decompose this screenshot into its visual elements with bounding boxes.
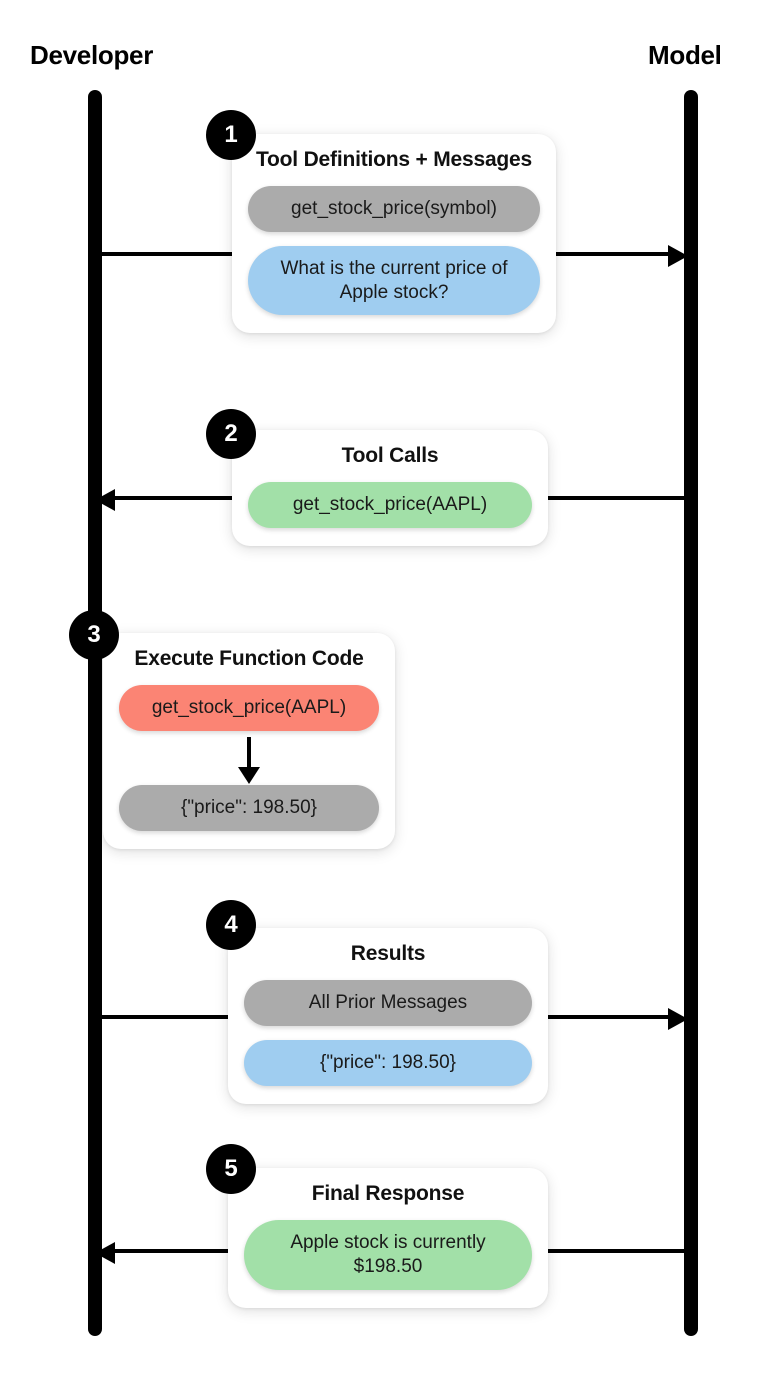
step-card-4[interactable]: Results All Prior Messages {"price": 198… bbox=[228, 928, 548, 1104]
step-title-2: Tool Calls bbox=[341, 444, 439, 467]
step-5-pill-final-answer: Apple stock is currently $198.50 bbox=[244, 1220, 532, 1290]
step-card-5[interactable]: Final Response Apple stock is currently … bbox=[228, 1168, 548, 1308]
step-4-pill-tool-result: {"price": 198.50} bbox=[244, 1039, 532, 1086]
step-badge-2: 2 bbox=[206, 409, 256, 459]
step-title-1: Tool Definitions + Messages bbox=[255, 148, 533, 171]
step-2-pill-tool-call: get_stock_price(AAPL) bbox=[248, 482, 532, 528]
step-badge-3: 3 bbox=[69, 610, 119, 660]
step-4-pill-prior-messages: All Prior Messages bbox=[244, 980, 532, 1026]
step-card-2[interactable]: Tool Calls get_stock_price(AAPL) bbox=[232, 430, 548, 546]
step-badge-1: 1 bbox=[206, 110, 256, 160]
step-3-internal-arrow bbox=[119, 731, 379, 785]
step-title-5: Final Response bbox=[311, 1182, 465, 1205]
step-title-3: Execute Function Code bbox=[134, 647, 364, 670]
message-arrow-1-head bbox=[668, 245, 688, 267]
step-card-1[interactable]: Tool Definitions + Messages get_stock_pr… bbox=[232, 134, 556, 334]
step-3-arrow-shaft bbox=[247, 736, 251, 771]
message-arrow-2-head bbox=[95, 489, 115, 511]
lifeline-developer bbox=[88, 90, 102, 1336]
message-arrow-4-head bbox=[668, 1008, 688, 1030]
step-card-3[interactable]: Execute Function Code get_stock_price(AA… bbox=[103, 633, 395, 849]
step-3-pill-function-call: get_stock_price(AAPL) bbox=[119, 685, 379, 731]
step-1-pill-user-message: What is the current price of Apple stock… bbox=[248, 245, 540, 316]
step-badge-5: 5 bbox=[206, 1144, 256, 1194]
message-arrow-5-head bbox=[95, 1242, 115, 1264]
actor-label-developer: Developer bbox=[30, 40, 154, 70]
step-badge-4: 4 bbox=[206, 900, 256, 950]
step-title-4: Results bbox=[350, 942, 426, 965]
actor-label-model: Model bbox=[648, 40, 722, 70]
lifeline-model bbox=[684, 90, 698, 1336]
step-3-arrow-head bbox=[238, 766, 260, 784]
step-1-pill-tool-definition: get_stock_price(symbol) bbox=[248, 186, 540, 232]
step-3-pill-function-result: {"price": 198.50} bbox=[119, 784, 379, 831]
